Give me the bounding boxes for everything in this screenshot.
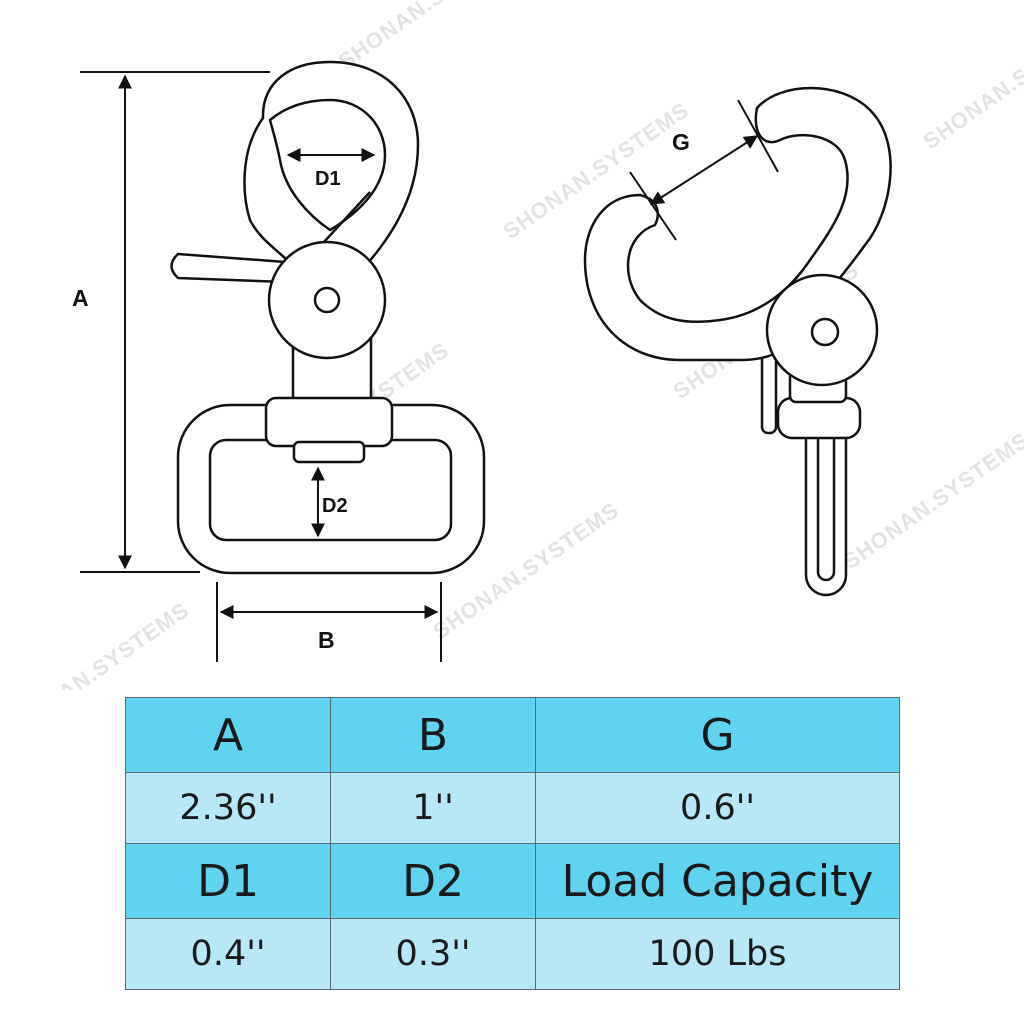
swivel-tab xyxy=(292,440,366,464)
hook-inner-eye xyxy=(268,98,387,232)
table-header-cell: B xyxy=(330,697,536,773)
dimension-label-a: A xyxy=(72,285,89,311)
table-header-cell: D2 xyxy=(330,843,536,919)
side-swivel-collar xyxy=(776,396,862,440)
table-header-cell: A xyxy=(125,697,331,773)
table-header-cell: D1 xyxy=(125,843,331,919)
dimension-label-d1: D1 xyxy=(315,168,341,190)
watermark-text: SHONAN.SYSTEMS xyxy=(0,597,194,690)
snap-hook-diagram: SHONAN.SYSTEMS SHONAN.SYSTEMS SHONAN.SYS… xyxy=(0,0,1024,690)
watermark-text: SHONAN.SYSTEMS xyxy=(334,0,529,74)
trigger-lever xyxy=(170,252,287,284)
table-value-cell: 100 Lbs xyxy=(535,918,900,990)
specification-table: A B G 2.36'' 1'' 0.6'' D1 D2 Load Capaci… xyxy=(125,697,900,990)
table-value-cell: 0.6'' xyxy=(535,772,900,844)
snap-hook-side-view xyxy=(583,86,892,597)
watermark-text: SHONAN.SYSTEMS xyxy=(839,427,1024,574)
table-value-cell: 1'' xyxy=(330,772,536,844)
table-row: A B G xyxy=(125,697,900,773)
table-value-cell: 0.3'' xyxy=(330,918,536,990)
dimension-a xyxy=(80,71,270,573)
dimension-label-b: B xyxy=(318,627,335,653)
dimension-label-g: G xyxy=(672,129,690,155)
table-row: D1 D2 Load Capacity xyxy=(125,843,900,919)
table-value-cell: 0.4'' xyxy=(125,918,331,990)
dimension-label-d2: D2 xyxy=(322,495,348,517)
table-row: 2.36'' 1'' 0.6'' xyxy=(125,772,900,844)
side-swivel-loop-inner xyxy=(816,418,836,582)
pivot-pin-icon xyxy=(313,286,341,314)
dimension-g xyxy=(629,99,779,241)
snap-hook-front-view xyxy=(170,60,486,575)
side-pivot-pin-icon xyxy=(810,317,840,347)
table-row: 0.4'' 0.3'' 100 Lbs xyxy=(125,918,900,990)
dimension-b xyxy=(216,582,442,662)
table-header-cell: Load Capacity xyxy=(535,843,900,919)
watermark-text: SHONAN.SYSTEMS xyxy=(919,7,1024,154)
table-value-cell: 2.36'' xyxy=(125,772,331,844)
swivel-collar xyxy=(264,396,394,448)
table-header-cell: G xyxy=(535,697,900,773)
